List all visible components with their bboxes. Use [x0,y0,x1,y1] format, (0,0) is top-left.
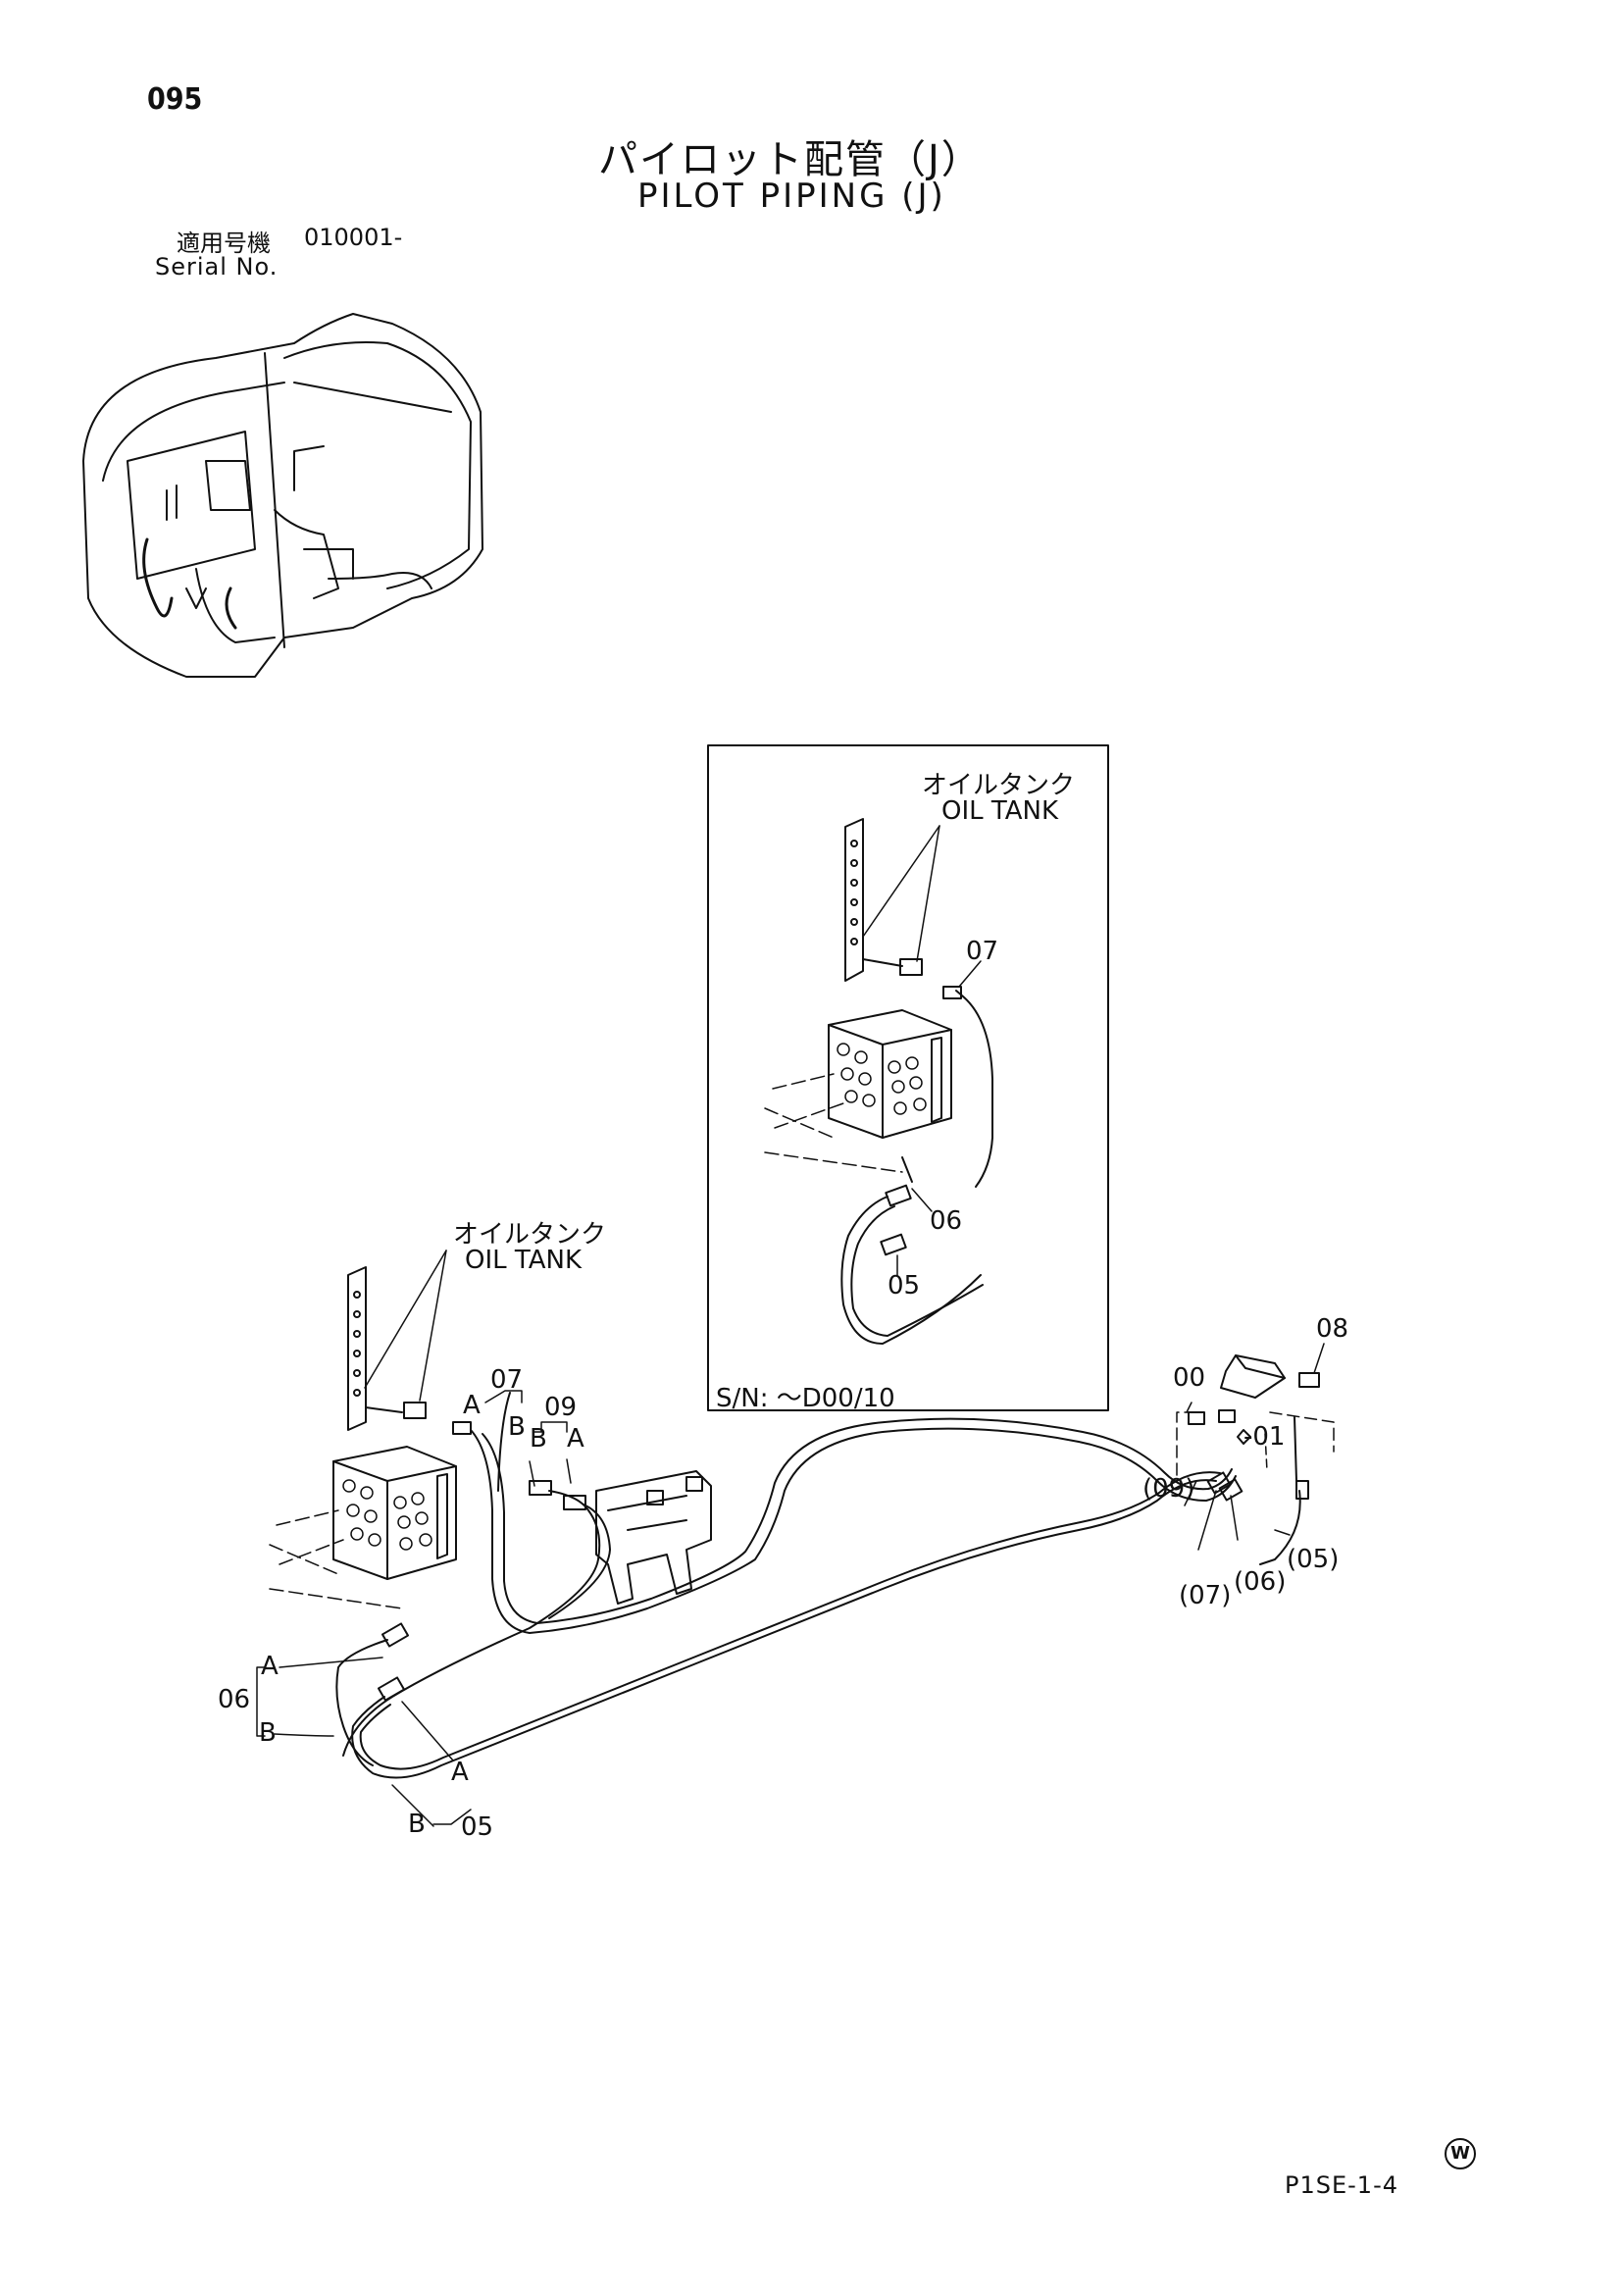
callout-07-B: B [508,1412,526,1442]
callout-07-A: A [463,1391,481,1420]
callout-06-B: B [259,1718,277,1748]
callout-06-paren: (06) [1234,1567,1287,1597]
inset-illustration [764,818,993,1345]
oil-tank-label-ja: オイルタンク [453,1220,607,1250]
callout-07: 07 [490,1365,524,1395]
callout-05-A: A [451,1758,469,1787]
callout-09-B: B [530,1424,547,1454]
drawing-code: P1SE-1-4 [1285,2171,1398,2199]
machine-overview-illustration [82,313,483,678]
serial-value: 010001- [304,224,403,251]
inset-oil-tank-label-ja: オイルタンク [922,771,1076,800]
oil-tank-label-en: OIL TANK [465,1246,583,1275]
page-title-english: PILOT PIPING (J) [637,177,946,216]
callout-05: 05 [461,1812,494,1842]
callout-07-paren: (07) [1179,1581,1232,1610]
inset-oil-tank-label-en: OIL TANK [941,796,1059,826]
inset-callout-05: 05 [888,1271,921,1301]
callout-00: 00 [1173,1363,1206,1393]
serial-label-japanese: 適用号機 [177,230,271,257]
inset-serial-range-label: S/N: ～D00/10 [716,1384,895,1413]
callout-06: 06 [218,1685,251,1714]
callout-06-A: A [261,1652,279,1681]
callout-09-A: A [567,1424,584,1454]
inset-frame [707,744,1109,1411]
main-illustration [256,1250,1335,1827]
inset-callout-06: 06 [930,1206,963,1236]
w-mark-symbol: W [1445,2138,1476,2169]
inset-callout-07: 07 [966,937,999,966]
callout-05-B: B [408,1810,426,1839]
serial-label-english: Serial No. [155,253,279,281]
page-number: 095 [147,82,203,117]
callout-08: 08 [1316,1314,1349,1344]
page-title-japanese: パイロット配管（J） [598,137,983,182]
callout-09-paren: (09) [1142,1474,1195,1504]
callout-01: -01 [1243,1422,1286,1452]
callout-09: 09 [544,1393,578,1422]
callout-05-paren: (05) [1287,1545,1340,1574]
